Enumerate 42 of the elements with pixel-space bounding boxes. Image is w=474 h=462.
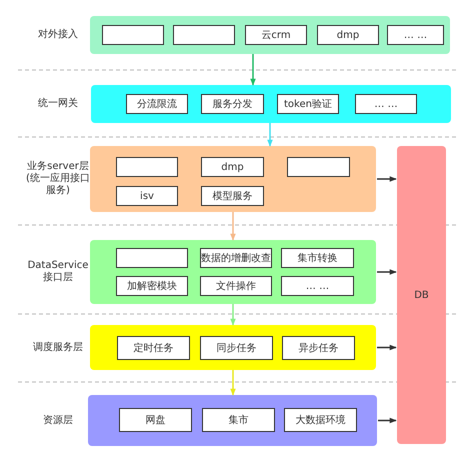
service-box: 网盘 xyxy=(119,408,192,432)
service-box: … … xyxy=(387,25,444,45)
arrow xyxy=(250,54,256,86)
layer-label: DataService接口层 xyxy=(26,259,90,285)
service-box: 加解密模块 xyxy=(116,276,188,296)
service-box: … … xyxy=(355,94,417,114)
arrow xyxy=(230,370,236,396)
service-box: 同步任务 xyxy=(200,336,273,360)
service-box: … … xyxy=(281,276,354,296)
service-box: 定时任务 xyxy=(117,336,190,360)
service-box: dmp xyxy=(201,157,264,177)
arrow xyxy=(377,176,397,182)
service-box: dmp xyxy=(317,25,379,45)
layer-label: 业务server层(统一应用接口服务) xyxy=(25,160,91,198)
service-box xyxy=(173,25,235,45)
arrow xyxy=(267,123,273,147)
service-box xyxy=(116,157,178,177)
service-box: 服务分发 xyxy=(201,94,264,114)
service-box: 集市转换 xyxy=(281,248,354,268)
layer-label: 统一网关 xyxy=(37,96,79,111)
database-bar: DB xyxy=(397,146,446,444)
arrow xyxy=(377,269,397,275)
service-box: 集市 xyxy=(202,408,275,432)
service-box: 大数据环境 xyxy=(284,408,357,432)
layer-label: 调度服务层 xyxy=(32,340,84,354)
service-box: token验证 xyxy=(277,94,339,114)
service-box: isv xyxy=(116,186,178,206)
service-box: 模型服务 xyxy=(201,186,264,206)
service-box xyxy=(287,157,350,177)
layer-label: 对外接入 xyxy=(37,28,79,42)
service-box xyxy=(102,25,164,45)
service-box: 分流限流 xyxy=(126,94,188,114)
arrow xyxy=(378,418,397,424)
service-box xyxy=(116,248,188,268)
service-box: 文件操作 xyxy=(200,276,272,296)
arrow xyxy=(377,344,397,350)
service-box: 云crm xyxy=(245,25,307,45)
arrow xyxy=(230,212,236,241)
service-box: 数据的增删改查 xyxy=(200,248,272,268)
service-box: 异步任务 xyxy=(282,336,355,360)
layer-label: 资源层 xyxy=(42,414,74,428)
arrow xyxy=(230,304,236,326)
